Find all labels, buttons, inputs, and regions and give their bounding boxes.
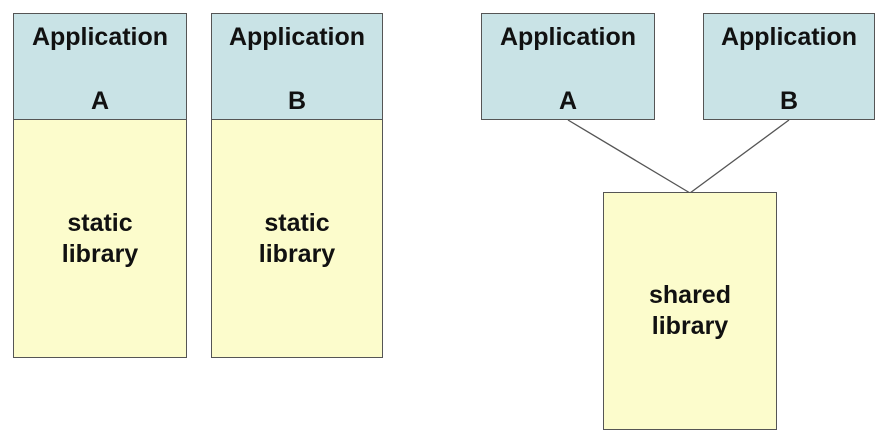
shared-application-b-box: Application B [703,13,875,120]
static-application-b-letter: B [287,87,307,115]
static-application-a-letter: A [90,87,110,115]
shared-library-line1: shared [649,281,731,309]
static-application-a-title: Application [31,23,169,51]
static-application-b-title: Application [228,23,366,51]
static-application-a-box: Application A [13,13,187,120]
shared-application-a-box: Application A [481,13,655,120]
shared-application-a-title: Application [499,23,637,51]
static-library-a-line1: static [67,208,133,237]
static-library-b-line1: static [264,208,330,237]
static-library-a-line2: library [61,239,139,268]
shared-library-line2: library [651,312,729,340]
shared-application-a-letter: A [558,87,578,115]
shared-library-box: shared library [603,192,777,430]
shared-application-b-title: Application [720,23,858,51]
connector-a-to-shared [567,119,691,194]
static-application-b-box: Application B [211,13,383,120]
connector-b-to-shared [689,119,790,194]
static-library-b-box: static library [211,119,383,358]
shared-application-b-letter: B [779,87,799,115]
static-library-b-line2: library [258,239,336,268]
static-library-a-box: static library [13,119,187,358]
